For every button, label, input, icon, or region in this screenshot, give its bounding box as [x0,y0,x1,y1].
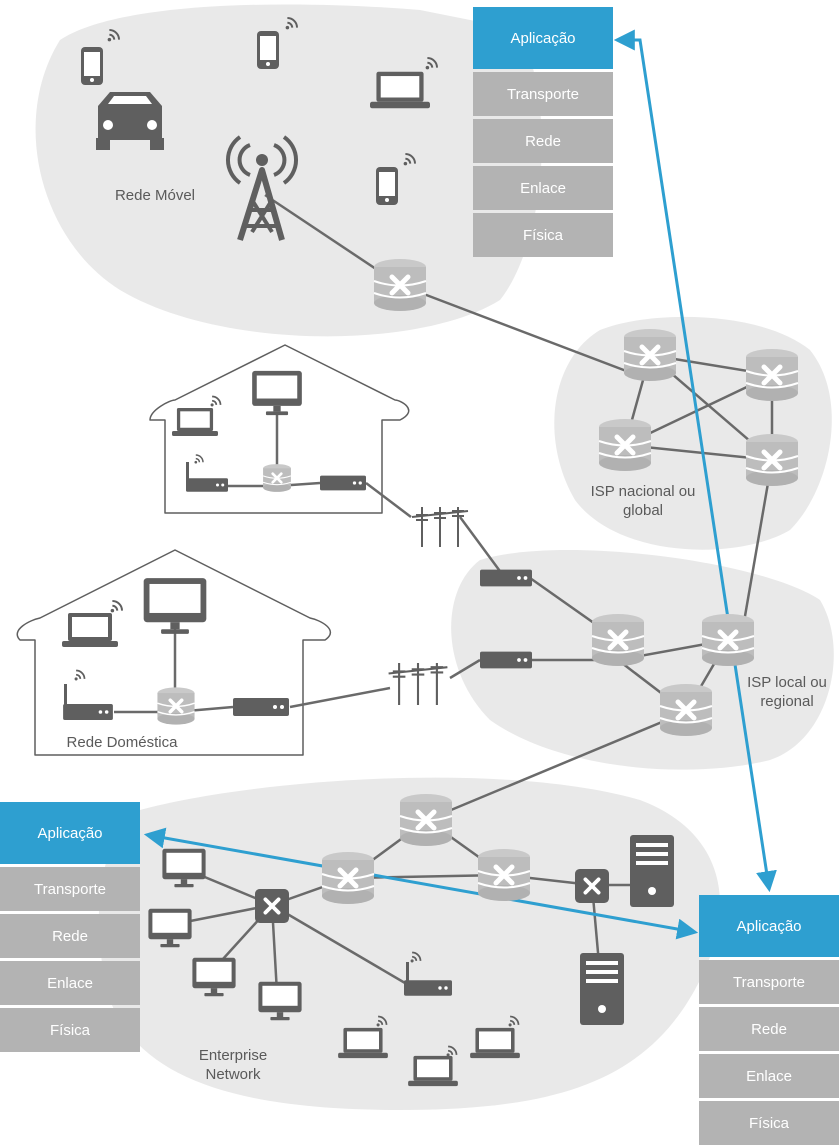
server-icon [580,953,624,1025]
modem-icon [480,569,532,587]
wireless-router-icon [63,704,113,720]
physical-layer: Física [473,213,613,257]
laptop-icon [370,71,430,109]
laptop-icon [338,1027,388,1059]
network-layer: Rede [699,1007,839,1051]
physical-layer: Física [699,1101,839,1145]
router-icon [400,794,452,846]
router-icon [322,852,374,904]
wireless-router-icon [186,478,228,492]
router-icon [262,462,292,494]
cell-tower-icon [226,135,298,241]
switch-icon [255,889,289,923]
link-layer: Enlace [699,1054,839,1098]
protocol-stack-right: Aplicação Transporte Rede Enlace Física [699,895,839,1148]
local-isp-label: ISP local ou regional [747,674,827,710]
router-icon [702,614,754,666]
enterprise-network-label: Enterprise Network [198,1047,268,1083]
utility-pole-icon [388,663,448,705]
network-layer: Rede [0,914,140,958]
national-isp-label: ISP nacional ou global [590,483,696,519]
protocol-stack-top: Aplicação Transporte Rede Enlace Física [473,7,613,260]
router-icon [374,259,426,311]
smartphone-icon [376,167,398,205]
wireless-router-icon [404,980,452,996]
home-1-outline [149,344,410,514]
router-icon [478,849,530,901]
router-icon [592,614,644,666]
laptop-icon [408,1055,458,1087]
mobile-network-label: Rede Móvel [114,187,196,204]
link-layer: Enlace [0,961,140,1005]
mobile-network-region [35,4,542,337]
modem-icon [320,475,366,491]
router-icon [746,434,798,486]
switch-icon [575,869,609,903]
application-layer: Aplicação [699,895,839,957]
router-icon [660,684,712,736]
car-icon [96,92,164,150]
laptop-icon [172,408,218,436]
transport-layer: Transporte [473,72,613,116]
router-icon [624,329,676,381]
router-icon [599,419,651,471]
transport-layer: Transporte [0,867,140,911]
arrow-app-left-to-right [143,827,699,940]
modem-icon [480,651,532,669]
physical-layer: Física [0,1008,140,1052]
router-icon [746,349,798,401]
laptop-icon [470,1027,520,1059]
utility-pole-icon [410,507,470,547]
application-layer: Aplicação [0,802,140,864]
network-layer: Rede [473,119,613,163]
router-icon [156,685,196,727]
smartphone-icon [81,47,103,85]
arrow-app-to-app-right [613,29,777,893]
transport-layer: Transporte [699,960,839,1004]
server-icon [630,835,674,907]
application-layer: Aplicação [473,7,613,69]
protocol-stack-left: Aplicação Transporte Rede Enlace Física [0,802,140,1055]
modem-icon [233,698,289,716]
link-layer: Enlace [473,166,613,210]
home-network-label: Rede Doméstica [66,734,178,751]
smartphone-icon [257,31,279,69]
laptop-icon [62,613,118,647]
